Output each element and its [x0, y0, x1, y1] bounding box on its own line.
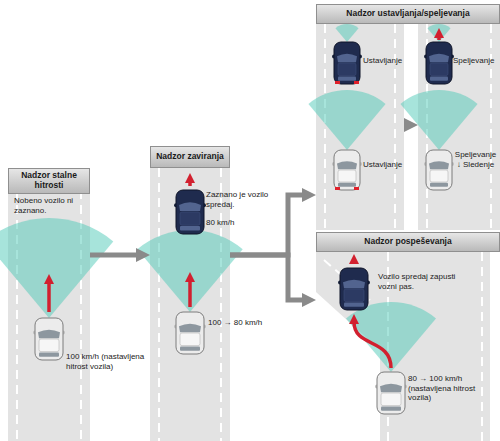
front-vehicle [174, 190, 206, 234]
control-panel: Nadzor zaviranjaZaznano je vozilo spreda… [150, 146, 230, 441]
motion-arrow [188, 280, 192, 307]
motion-arrow [188, 181, 192, 186]
scene-label: Ustavljanje [363, 160, 405, 170]
road-scene: SpeljevanjeSpeljevanje ↓ Sledenje [418, 24, 500, 230]
sensor-cone [400, 90, 477, 150]
scene-label: Zaznano je vozilo spredaj. [206, 190, 278, 209]
flow-arrow [90, 253, 138, 258]
scene-label: Speljevanje ↓ Sledenje [453, 150, 498, 169]
scene-label: 100 → 80 km/h [208, 318, 278, 328]
front-vehicle [424, 42, 454, 84]
panel-heading: Nadzor stalne hitrosti [8, 168, 90, 194]
sensor-cone [0, 218, 113, 318]
own-vehicle [174, 312, 206, 354]
lane-marking [158, 168, 160, 441]
motion-arrow [437, 36, 441, 40]
front-vehicle [338, 268, 370, 310]
motion-arrow [352, 262, 356, 264]
sensor-cone [427, 24, 450, 42]
flow-arrow [230, 195, 304, 255]
lane-marking [394, 24, 396, 230]
control-panel: Nadzor ustavljanja/speljevanjaUstavljanj… [316, 4, 500, 230]
lane-marking [324, 24, 326, 230]
own-vehicle [332, 150, 362, 190]
scene-label: 100 km/h (nastavljena hitrost vozila) [66, 352, 154, 371]
own-vehicle [33, 318, 65, 360]
lane-change-path [354, 322, 391, 368]
own-vehicle [424, 150, 454, 190]
road [8, 168, 90, 441]
scene-label: 80 km/h [206, 218, 256, 228]
front-vehicle [332, 42, 362, 84]
panel-heading: Nadzor zaviranja [150, 146, 230, 168]
scene-label: Ustavljanje [363, 56, 405, 66]
scene-label: Speljevanje [453, 56, 498, 66]
sensor-cone [137, 230, 242, 312]
panel-heading: Nadzor ustavljanja/speljevanja [316, 4, 500, 24]
control-panel: Nadzor stalne hitrostiNobeno vozilo ni z… [8, 168, 90, 441]
control-panel: Nadzor pospeševanjaVozilo spredaj zapust… [316, 232, 500, 441]
sensor-cone [346, 302, 436, 372]
scene-label: Nobeno vozilo ni zaznano. [14, 196, 86, 215]
panel-heading: Nadzor pospeševanja [316, 232, 500, 252]
flow-arrow [404, 123, 406, 128]
road-scene: UstavljanjeUstavljanje [316, 24, 404, 230]
lane-marking [220, 168, 222, 441]
lane-marking [481, 252, 483, 441]
scene-label: Vozilo spredaj zapusti vozni pas. [378, 272, 474, 291]
sensor-cone [335, 24, 358, 42]
own-vehicle [375, 372, 407, 414]
sensor-cone [308, 90, 385, 150]
flow-arrow [230, 255, 304, 300]
motion-arrow [47, 282, 51, 312]
lane-marking [490, 24, 492, 230]
scene-label: 80 → 100 km/h (nastavljena hitrost vozil… [408, 374, 498, 403]
road [316, 232, 490, 441]
